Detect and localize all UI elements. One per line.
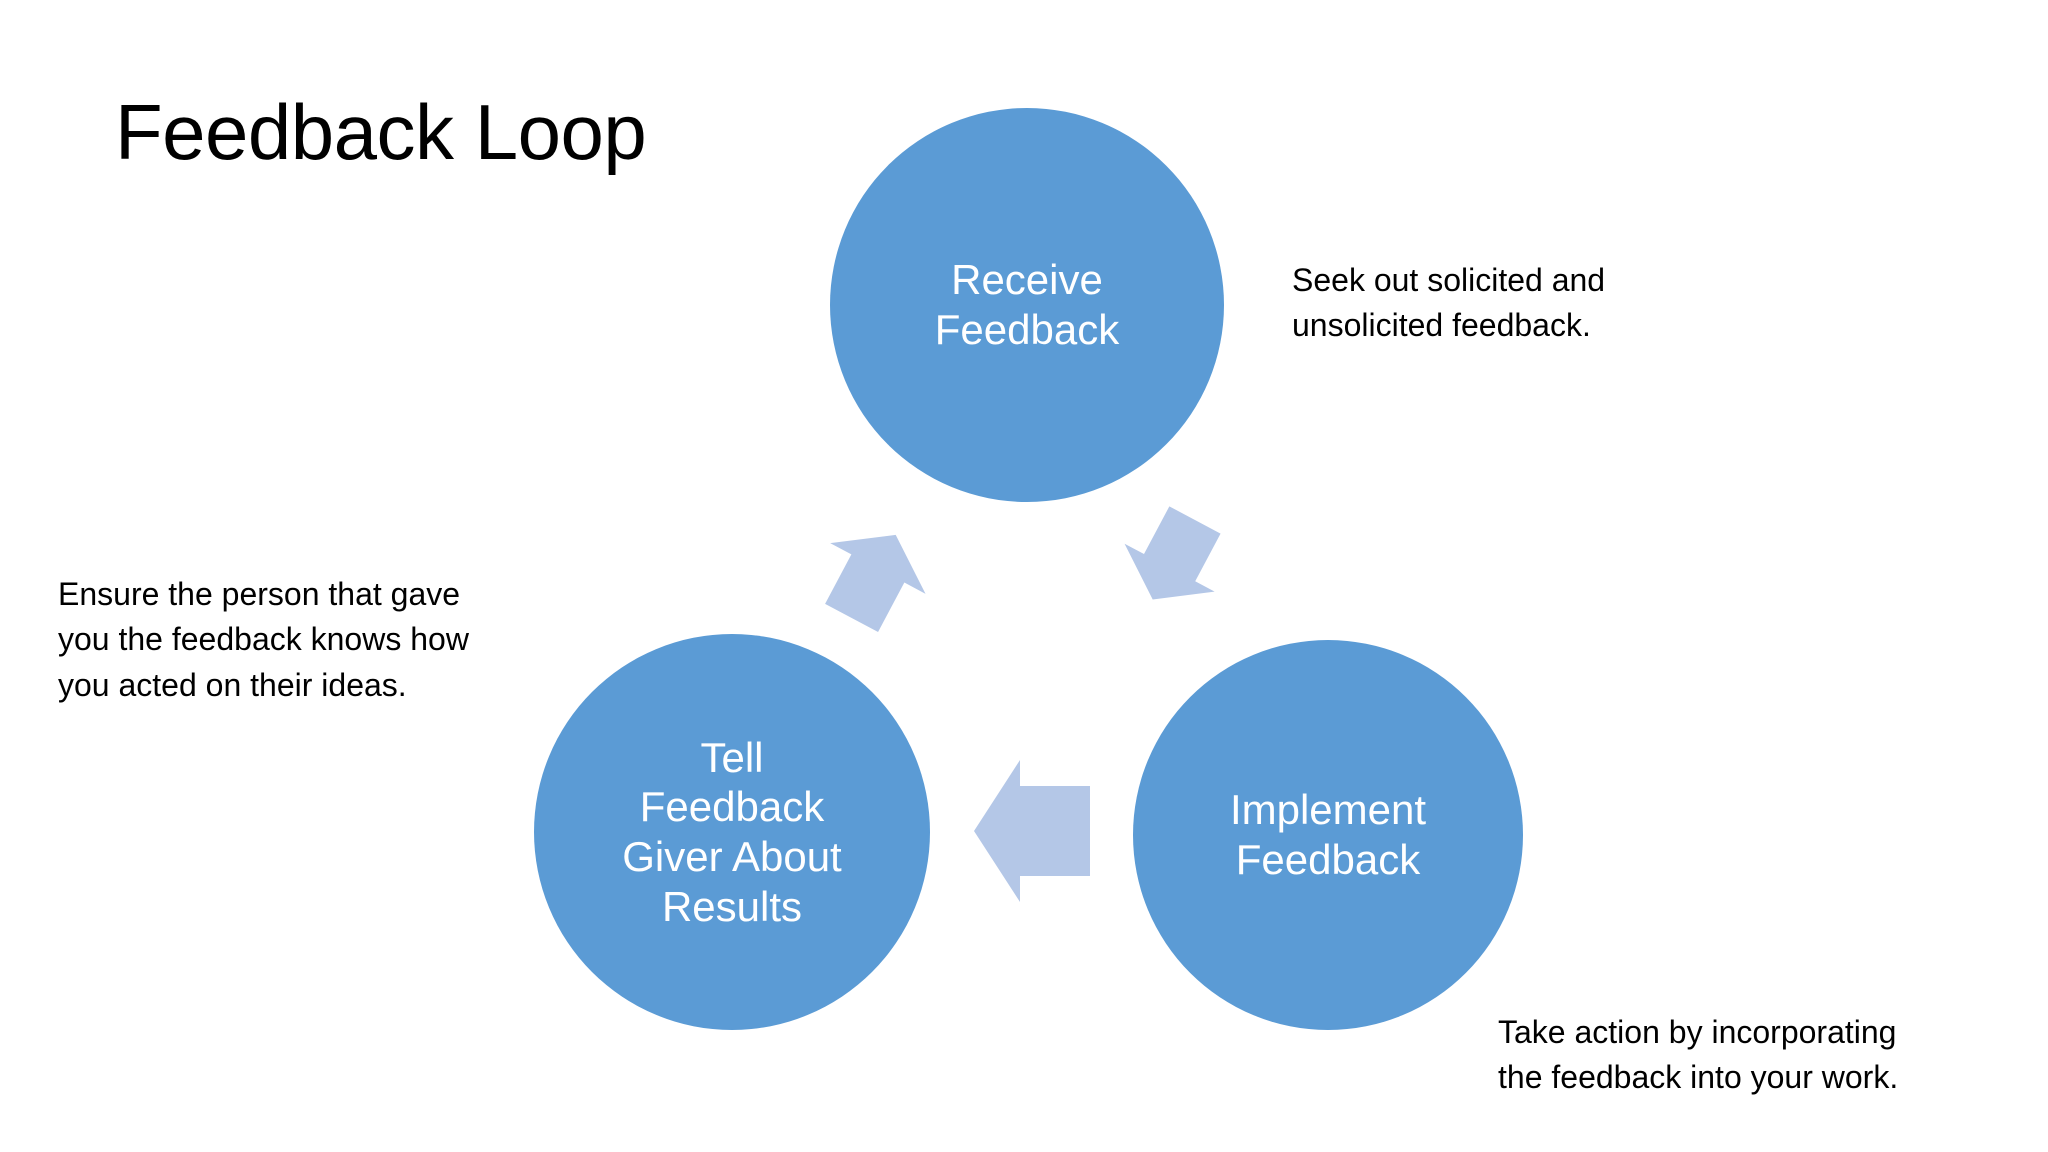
node-receive-feedback[interactable]: Receive Feedback: [830, 108, 1224, 502]
node-implement-feedback-label: Implement Feedback: [1229, 786, 1427, 883]
node-receive-feedback-label: Receive Feedback: [934, 256, 1120, 353]
caption-receive-feedback: Seek out solicited and unsolicited feedb…: [1292, 262, 1606, 344]
arrow-receive-to-implement-icon: [1108, 492, 1238, 622]
caption-implement-feedback: Take action by incorporating the feedbac…: [1498, 1014, 1899, 1096]
node-tell-feedback-giver-about-results[interactable]: Tell Feedback Giver About Results: [534, 634, 930, 1030]
arrow-implement-to-tell-icon: [972, 758, 1096, 904]
node-implement-feedback[interactable]: Implement Feedback: [1133, 640, 1523, 1030]
page-title: Feedback Loop: [115, 88, 647, 176]
caption-tell-feedback-giver: Ensure the person that gave you the feed…: [58, 576, 469, 703]
arrow-tell-to-receive-icon: [806, 512, 942, 648]
node-tell-feedback-giver-about-results-label: Tell Feedback Giver About Results: [622, 733, 842, 930]
